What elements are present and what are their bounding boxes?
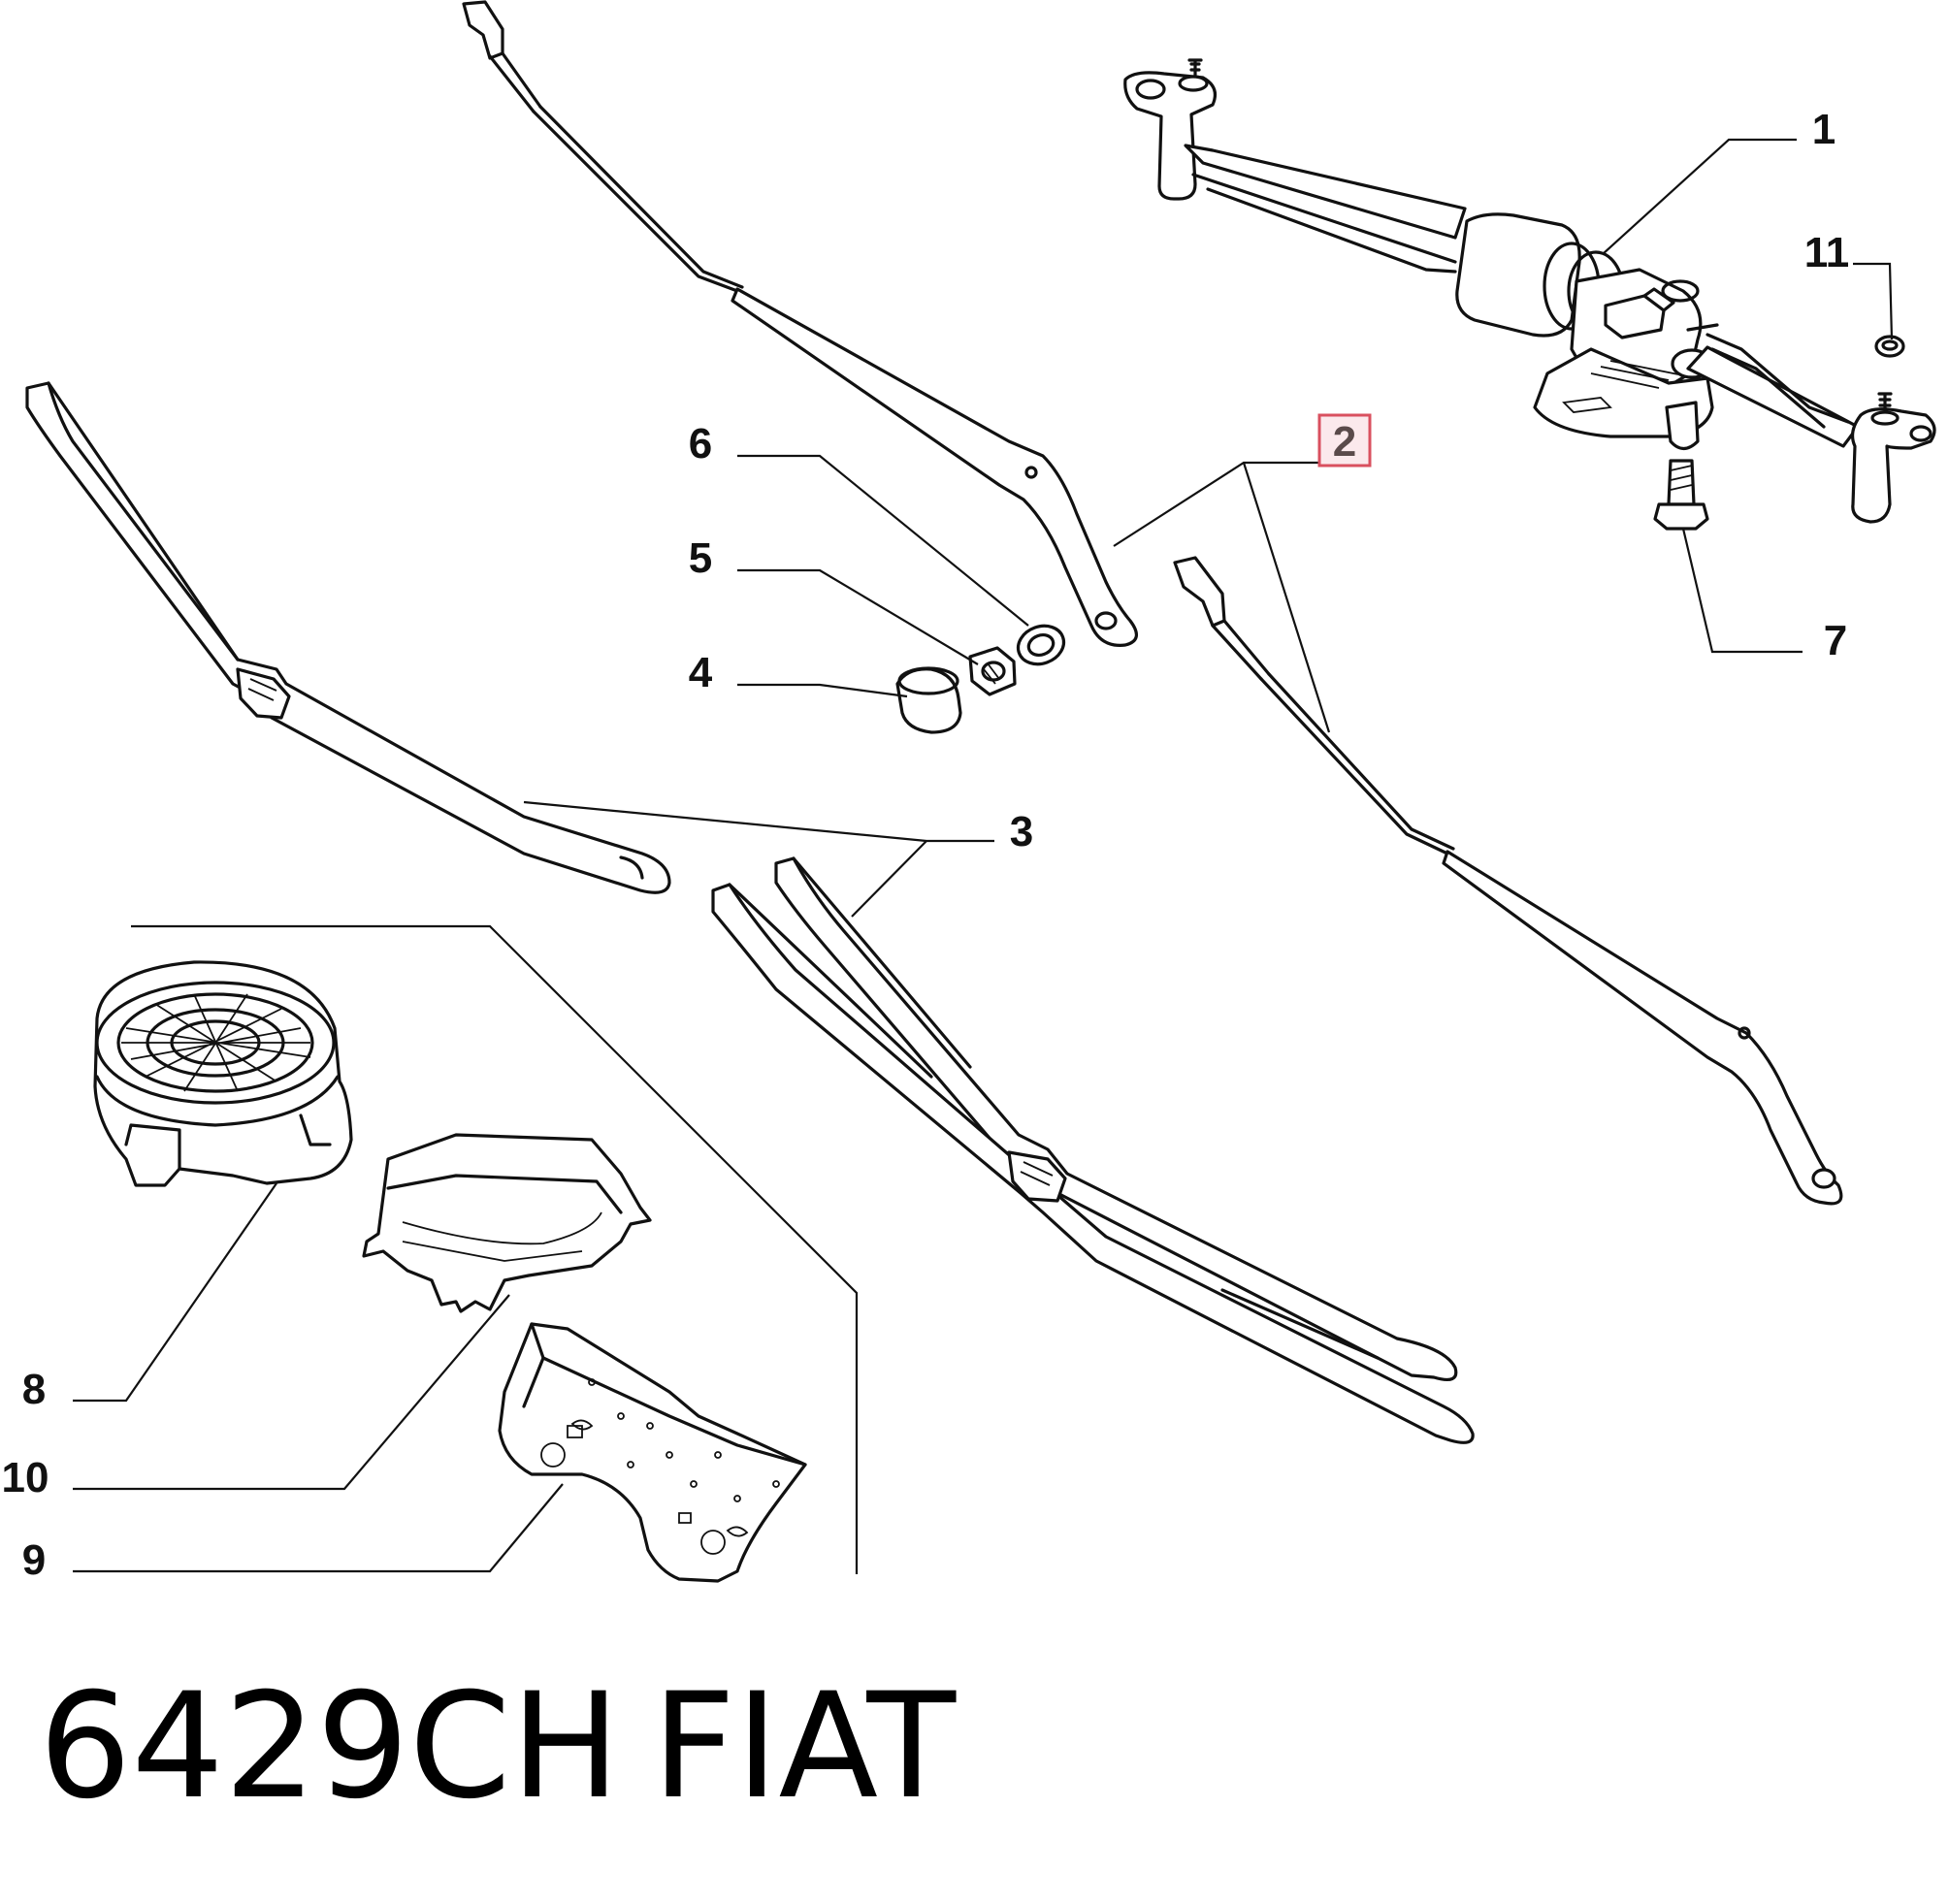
part-8-rain-sensor-housing[interactable] [93,960,353,1187]
callout-labels: 1 2 3 4 5 6 7 8 9 10 11 [2,106,1850,1584]
part-5-nut[interactable] [968,646,1017,696]
callout-2-highlight [1317,413,1372,468]
part-1-wiper-linkage-motor[interactable] [1123,58,1936,524]
part-7-bolt[interactable] [1653,459,1709,531]
diagram-code: 6429CH [39,1662,620,1831]
callout-1[interactable]: 1 [1812,106,1835,153]
callout-6[interactable]: 6 [689,420,712,468]
callout-4[interactable]: 4 [689,649,713,696]
part-3-wiper-blade-left[interactable] [25,381,671,894]
callout-7[interactable]: 7 [1824,617,1847,664]
callout-8[interactable]: 8 [22,1366,46,1413]
callout-3[interactable]: 3 [1010,808,1033,855]
callout-9[interactable]: 9 [22,1536,46,1584]
callout-2[interactable]: 2 [1333,418,1356,466]
footer: 6429CH FIAT [39,1662,957,1831]
part-4-cap[interactable] [895,666,962,734]
leader-lines [73,138,1894,1574]
callout-10[interactable]: 10 [2,1454,49,1501]
callout-5[interactable]: 5 [689,534,712,582]
part-11-washer[interactable] [1874,335,1905,358]
part-2-wiper-arm-upper[interactable] [462,0,1138,647]
part-9-mounting-bracket[interactable] [498,1322,807,1583]
callout-11[interactable]: 11 [1804,229,1850,276]
brand-name: FIAT [652,1662,957,1831]
part-3-wiper-blade-right[interactable] [711,856,1475,1444]
part-2-wiper-arm-lower[interactable] [1173,556,1843,1206]
part-10-sensor-cover[interactable] [362,1133,652,1313]
part-6-washer[interactable] [1013,620,1069,670]
